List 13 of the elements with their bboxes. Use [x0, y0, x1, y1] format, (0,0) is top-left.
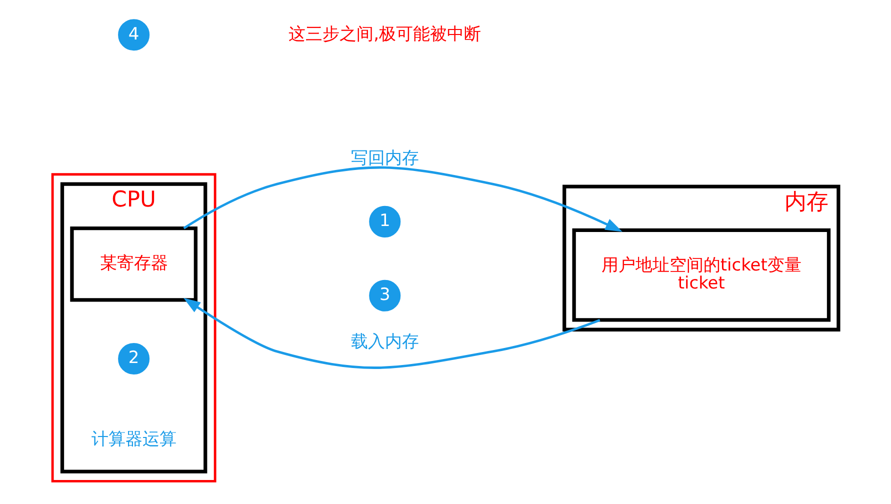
arrow	[183, 298, 600, 369]
label: 4	[128, 24, 140, 44]
cluster	[51, 173, 216, 482]
label: 2	[128, 348, 140, 368]
label: 3	[379, 285, 390, 306]
label: 1	[379, 211, 390, 232]
arrow	[183, 166, 622, 232]
node-box: 用户地址空间的ticket变量 ticket	[572, 228, 831, 322]
label: 这三步之间,极可能被中断	[288, 24, 482, 44]
label: 计算器运算	[91, 429, 176, 450]
edge-label: 写回内存	[350, 148, 419, 169]
edge-label: 载入内存	[350, 332, 419, 352]
node-box: 某寄存器	[70, 226, 198, 302]
